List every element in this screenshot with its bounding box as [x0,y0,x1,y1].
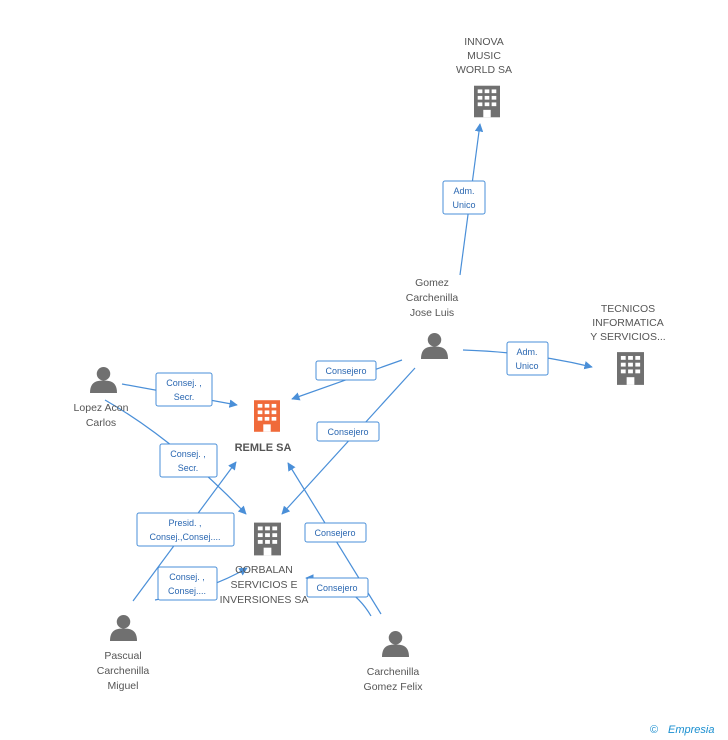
svg-text:Lopez Acon: Lopez Acon [74,402,129,414]
svg-text:Adm.: Adm. [516,347,537,357]
footer: © Empresia [650,724,714,736]
person-icon [110,614,137,641]
edge-label-gomez-innova[interactable]: Adm. Unico [442,180,486,215]
svg-text:Consej.,Consej....: Consej.,Consej.... [149,532,220,542]
svg-text:Consej. ,: Consej. , [170,449,206,459]
edge-label-gomez-tecnicos[interactable]: Adm. Unico [506,341,549,376]
node-innova[interactable]: INNOVA MUSIC WORLD SA [456,36,512,118]
svg-text:Consej....: Consej.... [168,586,206,596]
node-felix[interactable]: Carchenilla Gomez Felix [364,630,424,693]
node-tecnicos[interactable]: TECNICOS INFORMATICA Y SERVICIOS... [590,303,666,385]
copyright-icon: © [650,724,658,736]
edge-label-gomez-remle[interactable]: Consejero [315,360,377,381]
node-remle[interactable]: REMLE SA [235,400,292,454]
svg-text:Pascual: Pascual [104,650,141,662]
svg-text:Consejero: Consejero [314,528,355,538]
svg-text:INFORMATICA: INFORMATICA [592,317,664,329]
building-icon [254,522,281,556]
svg-text:INVERSIONES SA: INVERSIONES SA [220,594,309,606]
svg-text:Consejero: Consejero [327,427,368,437]
edge-label-felix-remle[interactable]: Consejero [304,522,367,543]
node-lopez[interactable]: Lopez Acon Carlos [74,366,129,429]
svg-text:Adm.: Adm. [453,186,474,196]
svg-text:Secr.: Secr. [174,392,195,402]
edge-labels: Adm. Unico Adm. Unico Consejero Consejer… [136,180,549,601]
svg-text:Miguel: Miguel [108,680,139,692]
node-gomez[interactable]: Gomez Carchenilla Jose Luis [406,277,459,359]
node-label: REMLE SA [235,442,292,454]
edge-label-pascual-corbalan[interactable]: Consej. , Consej.... [157,566,218,601]
building-icon [474,85,500,118]
svg-text:Consejero: Consejero [316,583,357,593]
svg-text:Presid. ,: Presid. , [168,518,201,528]
svg-text:SERVICIOS E: SERVICIOS E [231,579,298,591]
svg-text:Gomez Felix: Gomez Felix [364,681,424,693]
svg-text:Y SERVICIOS...: Y SERVICIOS... [590,331,665,343]
svg-text:Consej. ,: Consej. , [169,572,205,582]
building-icon [617,352,644,385]
edge-label-pascual-remle[interactable]: Presid. , Consej.,Consej.... [136,512,235,547]
svg-text:Consejero: Consejero [325,366,366,376]
svg-text:INNOVA: INNOVA [464,36,503,48]
svg-text:Gomez: Gomez [415,277,449,289]
person-icon [90,366,117,393]
node-corbalan[interactable]: CORBALAN SERVICIOS E INVERSIONES SA [220,522,309,606]
svg-text:Carchenilla: Carchenilla [406,292,459,304]
brand-logo[interactable]: Empresia [668,724,714,736]
person-icon [421,332,448,359]
svg-text:Unico: Unico [452,200,475,210]
svg-text:Carchenilla: Carchenilla [367,666,420,678]
edge-label-felix-corbalan[interactable]: Consejero [306,577,369,598]
svg-text:MUSIC: MUSIC [467,50,501,62]
svg-text:CORBALAN: CORBALAN [235,564,293,576]
svg-text:Unico: Unico [515,361,538,371]
node-pascual[interactable]: Pascual Carchenilla Miguel [97,614,150,692]
edge-label-gomez-corbalan[interactable]: Consejero [316,421,380,442]
svg-text:Consej. ,: Consej. , [166,378,202,388]
building-icon [254,400,280,432]
svg-text:Carlos: Carlos [86,417,116,429]
svg-text:Secr.: Secr. [178,463,199,473]
svg-text:TECNICOS: TECNICOS [601,303,655,315]
edge-label-lopez-corbalan[interactable]: Consej. , Secr. [159,443,218,478]
person-icon [382,630,409,657]
svg-text:WORLD SA: WORLD SA [456,64,512,76]
svg-text:Carchenilla: Carchenilla [97,665,150,677]
edge-label-lopez-remle[interactable]: Consej. , Secr. [155,372,213,407]
svg-text:Jose Luis: Jose Luis [410,307,454,319]
